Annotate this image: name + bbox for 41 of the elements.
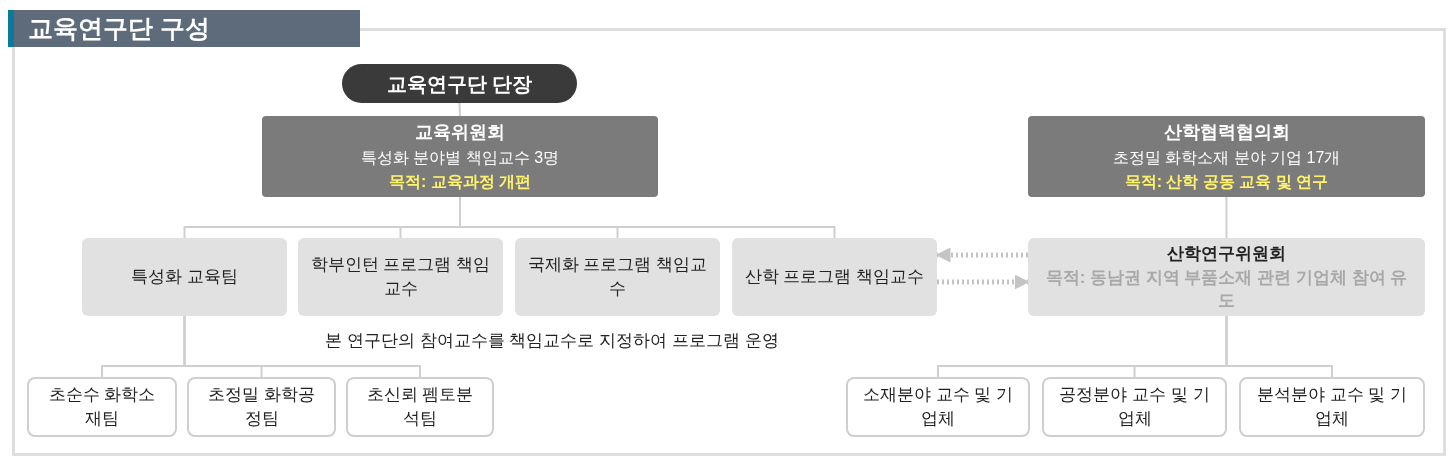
- connector-line: [458, 102, 461, 117]
- box-description: 특성화 분야별 책임교수 3명: [360, 148, 560, 168]
- connector-line: [1225, 196, 1228, 239]
- box-label: 초정밀 화학공정팀: [207, 384, 316, 430]
- field-box: [1042, 377, 1227, 437]
- box-label: 교육연구단 단장: [386, 71, 533, 97]
- program-box: [515, 238, 720, 316]
- box-label: 산학 프로그램 책임교수: [744, 266, 925, 289]
- committee-box: [1028, 116, 1425, 197]
- dotted-arrow: [935, 247, 1028, 263]
- dotted-arrow: [937, 274, 1030, 290]
- goal-text: 목적: 동남권 지역 부품소재 관련 기업체 참여 유도: [1044, 266, 1409, 312]
- goal-text: 목적: 교육과정 개편: [388, 172, 532, 192]
- box-label: 학부인턴 프로그램 책임교수: [310, 254, 491, 300]
- connector-line: [183, 315, 421, 378]
- committee-box: [262, 116, 658, 197]
- team-box: [82, 238, 287, 316]
- box-title: 교육위원회: [415, 121, 505, 144]
- field-box: [1239, 377, 1425, 437]
- program-box: [732, 238, 937, 316]
- box-label: 초신뢰 펨토분석팀: [365, 384, 475, 430]
- box-description: 초정밀 화학소재 분야 기업 17개: [1112, 148, 1341, 168]
- program-box: [298, 238, 503, 316]
- section-title: 교육연구단 구성: [8, 10, 360, 47]
- note-text: 본 연구단의 참여교수를 책임교수로 지정하여 프로그램 운영: [324, 330, 780, 352]
- committee-box: [1028, 238, 1425, 316]
- team-box: [346, 377, 494, 437]
- box-label: 초순수 화학소재팀: [47, 384, 157, 430]
- box-title: 산학연구위원회: [1167, 243, 1286, 266]
- box-label: 특성화 교육팀: [131, 266, 238, 289]
- box-label: 공정분야 교수 및 기업체: [1058, 384, 1211, 430]
- box-label: 분석분야 교수 및 기업체: [1255, 384, 1409, 430]
- goal-text: 목적: 산학 공동 교육 및 연구: [1124, 172, 1329, 192]
- team-box: [27, 377, 177, 437]
- team-box: [187, 377, 336, 437]
- box-title: 산학협력협의회: [1163, 121, 1290, 144]
- field-box: [846, 377, 1030, 437]
- head-pill: [342, 64, 577, 103]
- connector-line: [1225, 315, 1333, 378]
- box-label: 소재분야 교수 및 기업체: [861, 384, 1015, 430]
- box-label: 국제화 프로그램 책임교수: [527, 254, 708, 300]
